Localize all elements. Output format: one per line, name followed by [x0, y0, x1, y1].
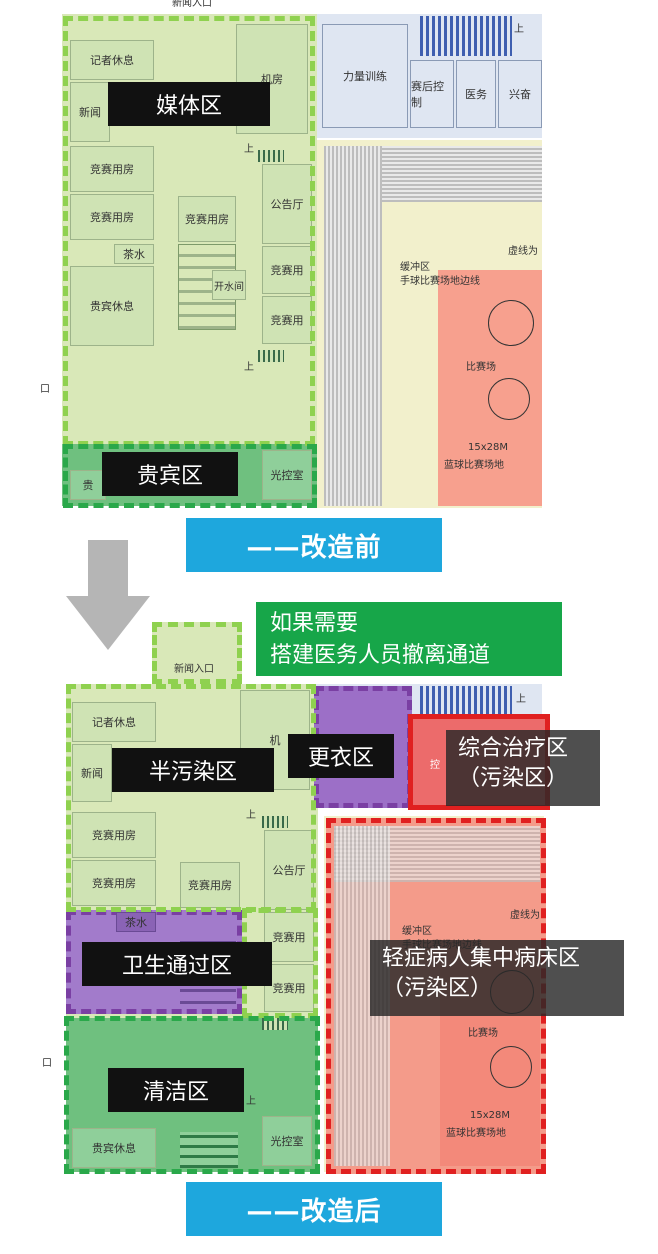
before-up-2: 上 — [244, 362, 254, 373]
before-stairs-1 — [258, 150, 284, 162]
before-room-strength: 力量训练 — [322, 24, 408, 128]
before-court-arena: 比赛场 — [466, 362, 496, 373]
note-box: 如果需要 搭建医务人员撤离通道 — [256, 602, 562, 676]
after-room-competition-2: 竞赛用房 — [72, 860, 156, 906]
after-sanitation-zone-label: 卫生通过区 — [82, 942, 272, 986]
after-room-light-control: 光控室 — [262, 1116, 312, 1166]
before-room-press-lounge: 记者休息 — [70, 40, 154, 80]
before-up-1: 上 — [244, 144, 254, 155]
before-media-zone-label: 媒体区 — [108, 82, 270, 126]
after-room-control: 控 — [430, 760, 440, 771]
note-line-2: 搭建医务人员撤离通道 — [270, 643, 491, 668]
after-restroom — [180, 1132, 238, 1168]
before-room-boiler: 开水间 — [212, 270, 246, 300]
after-clean-zone-label: 清洁区 — [108, 1068, 244, 1112]
after-caption: ——改造后 — [186, 1182, 442, 1236]
after-side-mark: 口 — [42, 1058, 52, 1069]
after-up-3: 上 — [516, 694, 526, 705]
before-room-vip-lounge: 贵宾休息 — [70, 266, 154, 346]
before-stairs-2 — [258, 350, 284, 362]
before-room-competition-2: 竞赛用房 — [70, 194, 154, 240]
before-court-circle-2 — [488, 378, 530, 420]
after-court-circle-2 — [490, 1046, 532, 1088]
before-room-post-control: 赛后控制 — [410, 60, 454, 128]
after-treatment-line-1: 综合治疗区 — [458, 736, 569, 761]
before-stands-left — [324, 146, 382, 506]
after-room-competition-center: 竞赛用房 — [180, 862, 240, 908]
after-treatment-zone-label: 综合治疗区 （污染区） — [446, 730, 600, 806]
before-room-stimulant: 兴奋 — [498, 60, 542, 128]
after-semi-zone-label: 半污染区 — [112, 748, 274, 792]
after-clean-zone-border — [64, 1016, 320, 1174]
after-court-buffer: 缓冲区 — [402, 926, 432, 937]
after-up-2: 上 — [246, 1096, 256, 1107]
note-line-1: 如果需要 — [270, 611, 359, 636]
before-top-label: 新闻入口 — [172, 0, 212, 9]
after-room-competition-1: 竞赛用房 — [72, 812, 156, 858]
before-plan: 新闻入口 — [40, 0, 550, 510]
after-ward-zone-label: 轻症病人集中病床区 （污染区） — [370, 940, 624, 1016]
after-stairs-1 — [262, 816, 288, 828]
after-stairs-2 — [262, 1018, 288, 1030]
before-room-tea: 茶水 — [114, 244, 154, 264]
after-room-vip-lounge: 贵宾休息 — [72, 1128, 156, 1168]
before-vip-zone-border — [63, 444, 317, 508]
after-room-tea: 茶水 — [116, 912, 156, 932]
before-court-handball: 手球比赛场地边线 — [400, 276, 480, 287]
after-news-entrance — [152, 622, 242, 684]
before-blue-stair — [420, 16, 512, 56]
before-room-competition-center: 竞赛用房 — [178, 196, 236, 242]
after-room-press-lounge: 记者休息 — [72, 702, 156, 742]
after-top-label: 新闻入口 — [174, 664, 214, 675]
before-room-comp-r1: 竞赛用 — [262, 246, 312, 294]
before-up-3: 上 — [514, 24, 524, 35]
before-court-circle-1 — [488, 300, 534, 346]
before-caption: ——改造前 — [186, 518, 442, 572]
after-ward-line-2: （污染区） — [382, 976, 493, 1001]
after-court-arena: 比赛场 — [468, 1028, 498, 1039]
before-court-dashed: 虚线为 — [508, 246, 538, 257]
after-blue-stair — [420, 686, 512, 716]
before-side-mark: 口 — [40, 384, 50, 395]
before-media-zone-border — [63, 16, 315, 446]
before-court-basketball: 蓝球比赛场地 — [444, 460, 504, 471]
after-court-dashed: 虚线为 — [510, 910, 540, 921]
before-room-medical: 医务 — [456, 60, 496, 128]
before-room-light-control: 光控室 — [262, 450, 312, 500]
after-ward-line-1: 轻症病人集中病床区 — [382, 946, 581, 971]
down-arrow-icon — [66, 540, 150, 650]
before-vip-zone-label: 贵宾区 — [102, 452, 238, 496]
before-court-buffer: 缓冲区 — [400, 262, 430, 273]
after-treatment-line-2: （污染区） — [458, 766, 569, 791]
before-room-competition-1: 竞赛用房 — [70, 146, 154, 192]
before-restroom — [178, 244, 236, 330]
after-semi-zone-border — [66, 684, 316, 912]
before-court-size: 15x28M — [468, 442, 508, 453]
after-court-basketball: 蓝球比赛场地 — [446, 1128, 506, 1139]
after-room-news: 新闻 — [72, 744, 112, 802]
after-up-1: 上 — [246, 810, 256, 821]
after-court-size: 15x28M — [470, 1110, 510, 1121]
after-changing-zone-label: 更衣区 — [288, 734, 394, 778]
before-room-notice: 公告厅 — [262, 164, 312, 244]
after-room-comp-r1: 竞赛用 — [264, 912, 314, 962]
